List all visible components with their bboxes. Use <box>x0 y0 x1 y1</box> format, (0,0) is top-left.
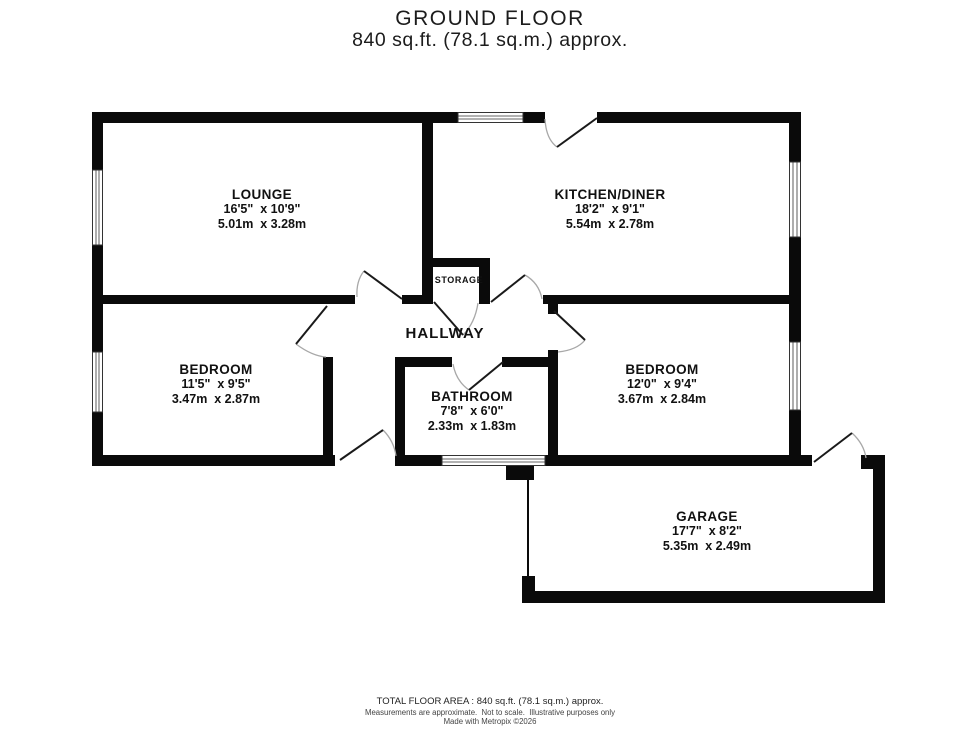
wall-bathroom <box>502 357 558 367</box>
room-label-bedroom-left: BEDROOM 11'5" x 9'5" 3.47m x 2.87m <box>96 362 336 406</box>
room-name: BATHROOM <box>431 389 513 404</box>
door-front <box>544 117 598 148</box>
room-label-hallway: HALLWAY <box>405 325 485 342</box>
room-dims-imperial: 17'7" x 8'2" <box>672 524 742 538</box>
wall <box>789 237 801 342</box>
room-dims-metric: 3.47m x 2.87m <box>171 391 261 406</box>
floor-name: GROUND FLOOR <box>395 7 585 30</box>
room-dims-metric: 5.01m x 3.28m <box>217 216 307 231</box>
room-name: GARAGE <box>676 509 738 524</box>
wall <box>92 112 103 170</box>
room-dims-metric: 5.54m x 2.78m <box>565 216 655 231</box>
wall-storage <box>429 258 490 267</box>
room-dims-imperial: 12'0" x 9'4" <box>627 377 697 391</box>
wall <box>323 357 333 466</box>
door-side <box>339 429 397 461</box>
wall <box>548 304 558 314</box>
door-bedroom-left <box>295 305 328 358</box>
wall <box>395 455 442 466</box>
room-label-storage: STORAGE <box>434 275 484 285</box>
wall-storage <box>479 258 490 304</box>
wall <box>548 350 558 466</box>
wall <box>92 455 335 466</box>
disclaimer: Measurements are approximate. Not to sca… <box>364 708 616 717</box>
window <box>441 455 546 466</box>
window <box>92 351 103 413</box>
windows <box>92 112 801 466</box>
door-bedroom-right <box>553 310 586 353</box>
wall <box>422 123 433 304</box>
room-dims-imperial: 7'8" x 6'0" <box>440 404 504 418</box>
room-name: LOUNGE <box>231 187 293 202</box>
plan-title: GROUND FLOOR 840 sq.ft. (78.1 sq.m.) app… <box>0 8 980 51</box>
room-dims-metric: 2.33m x 1.83m <box>427 418 517 433</box>
window <box>789 341 801 411</box>
room-label-kitchen-diner: KITCHEN/DINER 18'2" x 9'1" 5.54m x 2.78m <box>490 187 730 231</box>
wall <box>543 295 801 304</box>
room-name: KITCHEN/DINER <box>554 187 666 202</box>
wall-garage <box>506 466 534 480</box>
wall <box>789 112 801 162</box>
plan-footer: TOTAL FLOOR AREA : 840 sq.ft. (78.1 sq.m… <box>0 696 980 726</box>
room-label-garage: GARAGE 17'7" x 8'2" 5.35m x 2.49m <box>587 509 827 553</box>
wall <box>92 112 458 123</box>
total-floor-area: TOTAL FLOOR AREA : 840 sq.ft. (78.1 sq.m… <box>376 696 604 707</box>
room-name: BEDROOM <box>625 362 699 377</box>
room-label-bathroom: BATHROOM 7'8" x 6'0" 2.33m x 1.83m <box>352 389 592 433</box>
door-bathroom <box>452 361 504 391</box>
wall-garage <box>522 576 535 592</box>
wall <box>92 412 103 466</box>
room-label-lounge: LOUNGE 16'5" x 10'9" 5.01m x 3.28m <box>142 187 382 231</box>
room-dims-imperial: 18'2" x 9'1" <box>575 202 645 216</box>
room-name: BEDROOM <box>179 362 253 377</box>
window <box>457 112 524 123</box>
room-dims-imperial: 11'5" x 9'5" <box>181 377 251 391</box>
door-back <box>813 432 867 463</box>
room-dims-imperial: 16'5" x 10'9" <box>223 202 301 216</box>
room-label-bedroom-right: BEDROOM 12'0" x 9'4" 3.67m x 2.84m <box>542 362 782 406</box>
walls <box>92 112 885 603</box>
wall-garage <box>522 591 885 603</box>
wall <box>402 295 433 304</box>
wall-bathroom <box>395 357 452 367</box>
wall <box>545 455 812 466</box>
wall-bathroom <box>395 357 405 466</box>
door-lounge <box>356 270 403 300</box>
floor-area: 840 sq.ft. (78.1 sq.m.) approx. <box>352 29 628 51</box>
doors <box>295 117 867 463</box>
room-dims-metric: 3.67m x 2.84m <box>617 391 707 406</box>
room-dims-metric: 5.35m x 2.49m <box>662 538 752 553</box>
window <box>92 169 103 246</box>
door-storage <box>433 301 479 336</box>
wall <box>523 112 545 123</box>
wall <box>92 295 355 304</box>
window <box>789 161 801 238</box>
credit: Made with Metropix ©2026 <box>443 717 537 726</box>
wall <box>789 410 801 466</box>
door-kitchen <box>490 274 543 303</box>
wall-garage <box>873 455 885 603</box>
wall <box>597 112 801 123</box>
